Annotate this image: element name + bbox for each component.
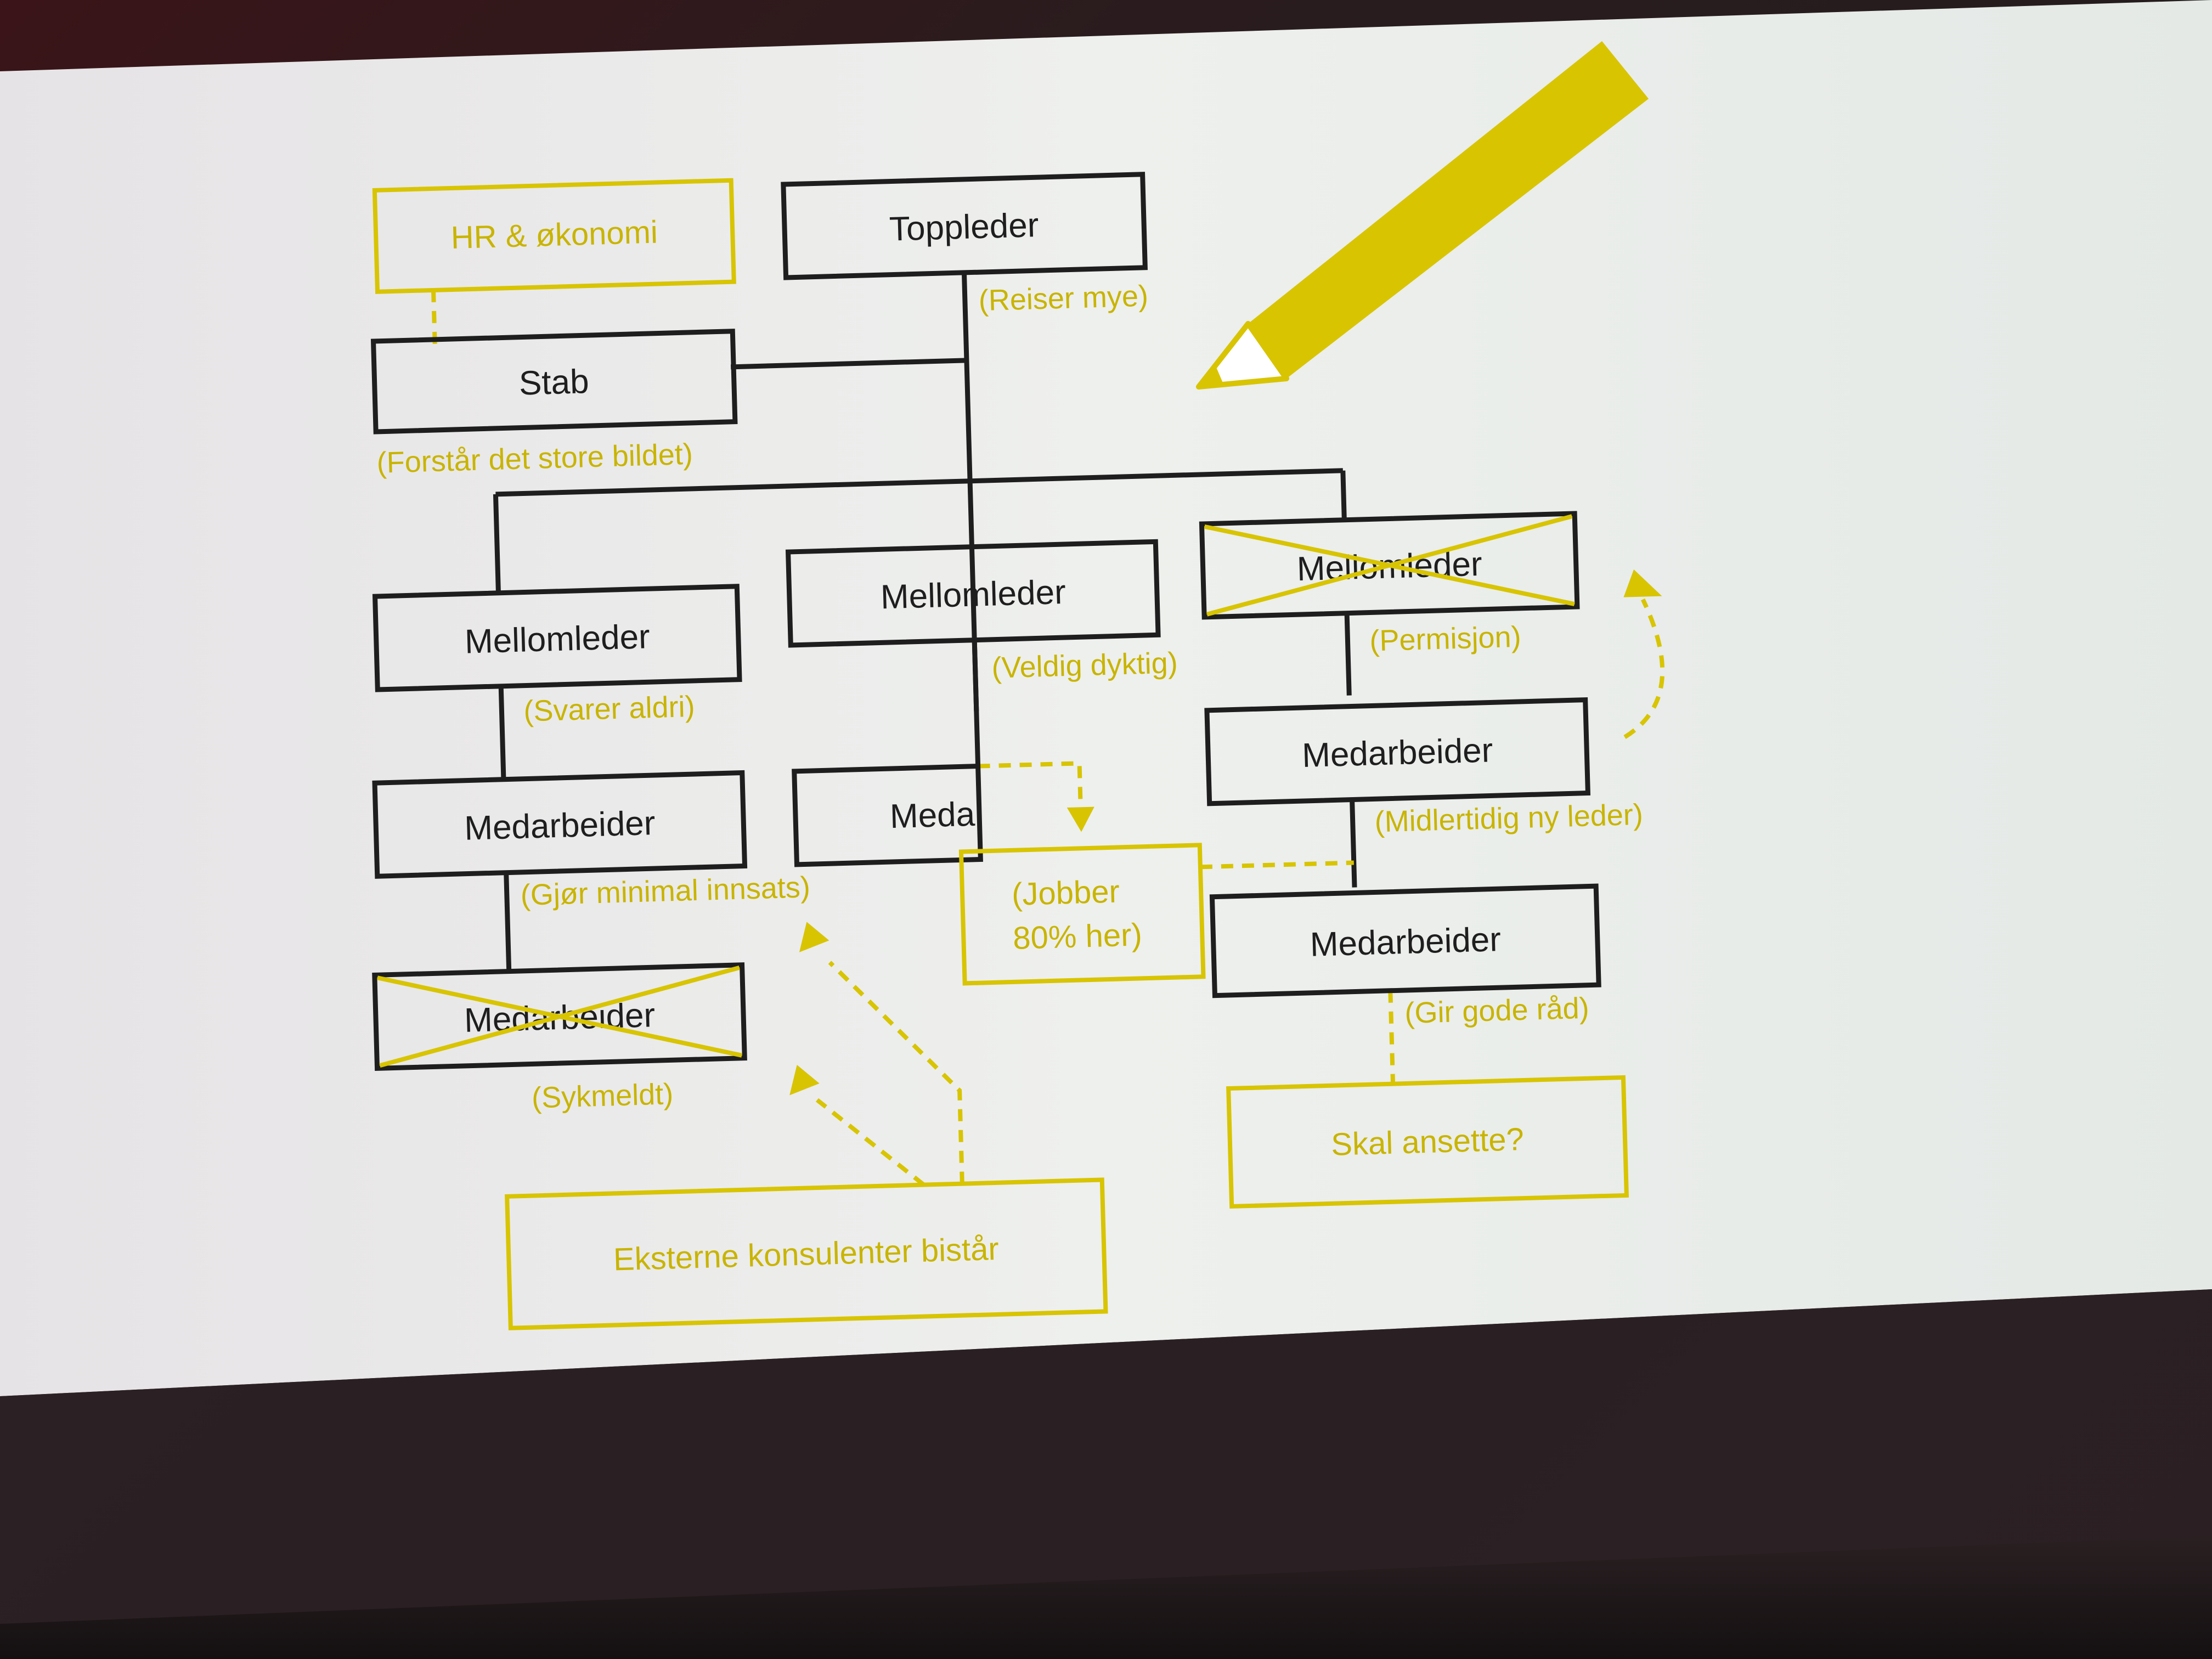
mellomleder-left-label: Mellomleder <box>464 618 650 661</box>
meda-mid-box <box>792 763 983 867</box>
toppleder-box <box>781 172 1148 280</box>
arrow-to-sykmeldt <box>789 1064 820 1096</box>
arrowheads <box>789 569 1662 1096</box>
note-gir: (Gir gode råd) <box>1404 992 1590 1030</box>
medarbeider-right2-label: Medarbeider <box>1310 921 1502 964</box>
pencil-icon <box>1196 41 1649 390</box>
toppleder-label: Toppleder <box>889 206 1039 249</box>
eksterne-label: Eksterne konsulenter bistår <box>613 1231 999 1278</box>
screen-bottom-shadow <box>0 1289 2212 1624</box>
mellomleder-left-box <box>372 584 742 692</box>
medarbeider-left2-box <box>372 962 747 1071</box>
note-sykmeldt: (Sykmeldt) <box>531 1077 674 1114</box>
stage-edge <box>0 1536 2212 1659</box>
hr-box <box>372 178 736 294</box>
mellomleder-mid-label: Mellomleder <box>880 573 1066 616</box>
note-gjor: (Gjør minimal innsats) <box>520 871 811 912</box>
medarbeider-right1-box <box>1204 697 1591 806</box>
jobber-label-line2: 80% her) <box>1012 917 1142 956</box>
note-reiser: (Reiser mye) <box>978 280 1149 318</box>
mellomleder-right-box <box>1199 511 1580 620</box>
medarbeider-left1-label: Medarbeider <box>464 804 656 848</box>
skal-ansette-label: Skal ansette? <box>1330 1121 1524 1163</box>
medarbeider-right2-box <box>1209 883 1601 998</box>
note-permisjon: (Permisjon) <box>1369 620 1522 658</box>
medarbeider-right1-label: Medarbeider <box>1301 731 1493 775</box>
jobber-box <box>958 843 1206 986</box>
skal-ansette-box <box>1226 1075 1629 1209</box>
arrow-to-jobber <box>1066 806 1094 832</box>
cross-mark-medarbeider <box>377 965 742 1068</box>
cross-mark-mellomleder <box>1204 514 1575 617</box>
jobber-label-line1: (Jobber <box>1011 873 1120 912</box>
arrow-to-gjor <box>799 922 830 952</box>
eksterne-box <box>505 1177 1108 1330</box>
medarbeider-left1-box <box>372 770 748 879</box>
note-midlertidig: (Midlertidig ny leder) <box>1374 798 1644 839</box>
meda-mid-label: Meda <box>889 795 975 836</box>
note-forstar: (Forstår det store bildet) <box>376 438 693 479</box>
note-veldig: (Veldig dyktig) <box>991 646 1178 684</box>
note-svarer: (Svarer aldri) <box>523 690 696 728</box>
hr-label: HR & økonomi <box>450 214 658 256</box>
stab-label: Stab <box>518 363 589 403</box>
arrow-to-mellomleder-right <box>1623 569 1662 597</box>
screen-surface <box>0 0 2212 1396</box>
stab-box <box>370 329 738 435</box>
dashed-connectors <box>431 290 1665 1187</box>
mellomleder-mid-box <box>785 539 1161 648</box>
